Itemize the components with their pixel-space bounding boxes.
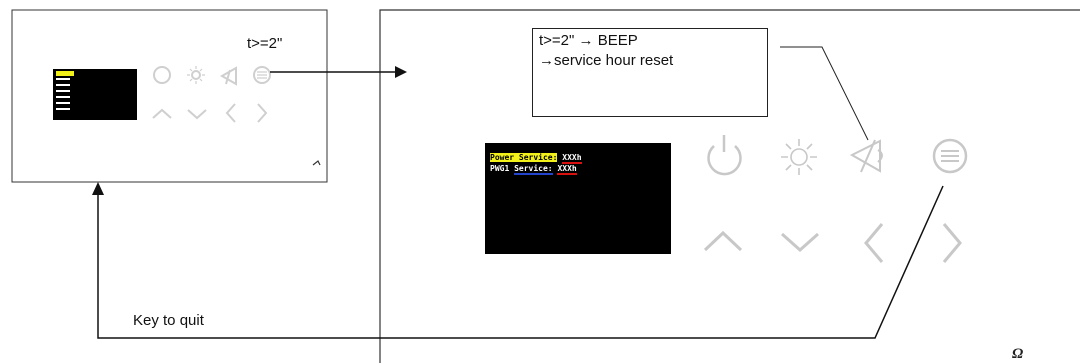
up-arrow-icon[interactable]	[703, 230, 743, 252]
pwg1-label: PWG1	[490, 164, 510, 173]
small-mute-icon	[219, 66, 237, 86]
mute-alarm-icon[interactable]	[849, 139, 883, 173]
arrow-to-detail	[270, 66, 407, 78]
pwg1-service-value: XXXh	[557, 164, 577, 175]
left-arrow-icon[interactable]	[864, 223, 884, 263]
large-panel	[379, 9, 1080, 363]
large-display: Power Service: XXXh PWG1 Service: XXXh	[485, 143, 671, 254]
small-up-arrow-icon	[152, 108, 172, 119]
note-line-reset: →service hour reset	[539, 52, 674, 69]
quit-return-arrow	[92, 182, 944, 339]
small-menu-icon	[253, 66, 271, 84]
power-service-value: XXXh	[562, 153, 582, 164]
brand-logo: Ω	[1012, 346, 1024, 362]
small-down-arrow-icon	[187, 109, 207, 120]
display-row-pwg1-service: PWG1 Service: XXXh	[490, 164, 577, 175]
key-to-quit-label: Key to quit	[133, 312, 204, 329]
display-row-power-service: Power Service: XXXh	[490, 153, 582, 164]
power-service-label: Power Service:	[490, 153, 558, 162]
hold-time-label: t>=2"	[247, 35, 283, 52]
pwg1-service-label: Service:	[514, 164, 553, 175]
menu-icon[interactable]	[932, 138, 968, 174]
small-panel	[11, 9, 328, 183]
small-right-arrow-icon	[257, 103, 268, 123]
small-light-icon	[187, 66, 205, 84]
note-leader-line	[780, 46, 869, 141]
power-icon[interactable]	[707, 135, 742, 176]
small-left-arrow-icon	[225, 103, 236, 123]
note-box: t>=2" → BEEP →service hour reset	[532, 28, 768, 117]
light-icon[interactable]	[781, 139, 817, 175]
small-power-icon	[153, 66, 171, 84]
down-arrow-icon[interactable]	[781, 232, 819, 253]
small-display	[53, 69, 137, 120]
right-arrow-icon[interactable]	[942, 223, 962, 263]
note-line-beep: t>=2" → BEEP	[539, 32, 638, 49]
